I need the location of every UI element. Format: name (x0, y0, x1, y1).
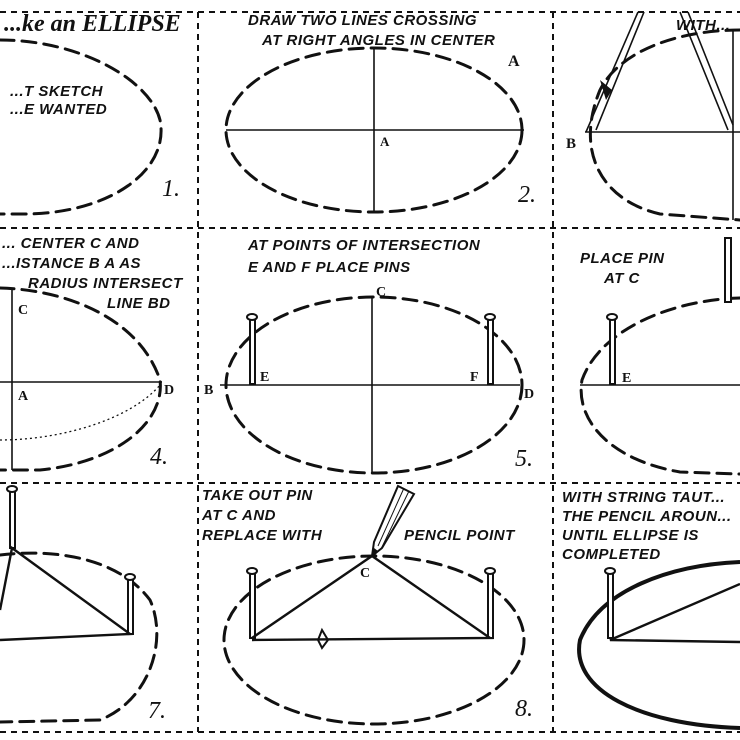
panel-8-caption-line-3: REPLACE WITH (202, 527, 323, 544)
panel-5-caption-line-2: E AND F PLACE PINS (248, 259, 411, 276)
page-title: ...ke an ELLIPSE (4, 11, 181, 37)
panel-1: ...T SKETCH ...E WANTED 1. (0, 38, 180, 216)
point-b-label-5: B (204, 383, 213, 398)
point-f-label-5: F (470, 370, 479, 385)
point-e-label-6: E (622, 371, 631, 386)
pin-icon (124, 573, 136, 635)
panel-1-number: 1. (162, 176, 180, 202)
panel-5: AT POINTS OF INTERSECTION E AND F PLACE … (204, 237, 534, 475)
panel-6-caption-line-1: PLACE PIN (580, 250, 665, 267)
panel-4-number: 4. (150, 444, 168, 470)
pin-icon (6, 485, 18, 549)
panel-4-caption-line-2: ...ISTANCE B A AS (2, 255, 141, 272)
panel-5-number: 5. (515, 446, 533, 472)
panel-7: 7. (0, 485, 166, 724)
panel-9-caption-line-3: UNTIL ELLIPSE IS (562, 527, 699, 544)
point-a-label-4: A (18, 389, 29, 404)
point-b-label: B (566, 136, 576, 152)
panel-8: TAKE OUT PIN AT C AND REPLACE WITH PENCI… (201, 484, 533, 726)
pin-icon (606, 313, 618, 385)
panel-4-caption-line-4: LINE BD (107, 295, 171, 312)
panel-7-number: 7. (148, 698, 166, 724)
panel-grid (0, 11, 740, 733)
panel-5-caption-line-1: AT POINTS OF INTERSECTION (247, 237, 481, 254)
point-c-label-8: C (360, 566, 370, 581)
pin-icon (724, 237, 732, 303)
point-c-label-4: C (18, 303, 28, 318)
panel-6-caption-line-2: AT C (603, 270, 641, 287)
string-knot-icon (316, 627, 330, 650)
panel-4-caption-line-1: ... CENTER C AND (2, 235, 139, 252)
pin-icon (246, 567, 258, 639)
point-c-label-5: C (376, 285, 386, 300)
pencil-icon (370, 484, 416, 559)
pin-icon (246, 313, 258, 385)
compass-icon (585, 11, 734, 133)
pin-icon (604, 567, 616, 639)
panel-2: DRAW TWO LINES CROSSING AT RIGHT ANGLES … (224, 12, 536, 214)
point-d-label-5: D (524, 387, 534, 402)
pin-icon (484, 313, 496, 385)
panel-9: WITH STRING TAUT... THE PENCIL AROUN... … (562, 489, 740, 730)
panel-4: ... CENTER C AND ...ISTANCE B A AS RADIU… (0, 235, 184, 472)
panel-8-caption-line-4: PENCIL POINT (404, 527, 516, 544)
panel-8-caption-line-1: TAKE OUT PIN (202, 487, 313, 504)
point-e-label-5: E (260, 370, 269, 385)
panel-9-caption-line-2: THE PENCIL AROUN... (562, 508, 732, 525)
panel-9-caption-line-1: WITH STRING TAUT... (562, 489, 725, 506)
panel-3: WITH... B (566, 11, 740, 222)
panel-2-caption-line-1: DRAW TWO LINES CROSSING (248, 12, 477, 29)
panel-1-caption-line-1: ...T SKETCH (10, 83, 104, 100)
panel-4-caption-line-3: RADIUS INTERSECT (28, 275, 184, 292)
panel-9-caption-line-4: COMPLETED (562, 546, 661, 563)
point-d-label-4: D (164, 383, 174, 398)
panel-1-caption-line-2: ...E WANTED (10, 101, 107, 118)
point-a-label-top: A (508, 53, 520, 70)
pin-icon (484, 567, 496, 639)
panel-6: PLACE PIN AT C E (579, 237, 740, 476)
panel-8-number: 8. (515, 696, 533, 722)
panel-2-caption-line-2: AT RIGHT ANGLES IN CENTER (261, 32, 495, 49)
panel-8-caption-line-2: AT C AND (201, 507, 276, 524)
panel-2-number: 2. (518, 182, 536, 208)
point-a-label-center: A (380, 134, 390, 149)
